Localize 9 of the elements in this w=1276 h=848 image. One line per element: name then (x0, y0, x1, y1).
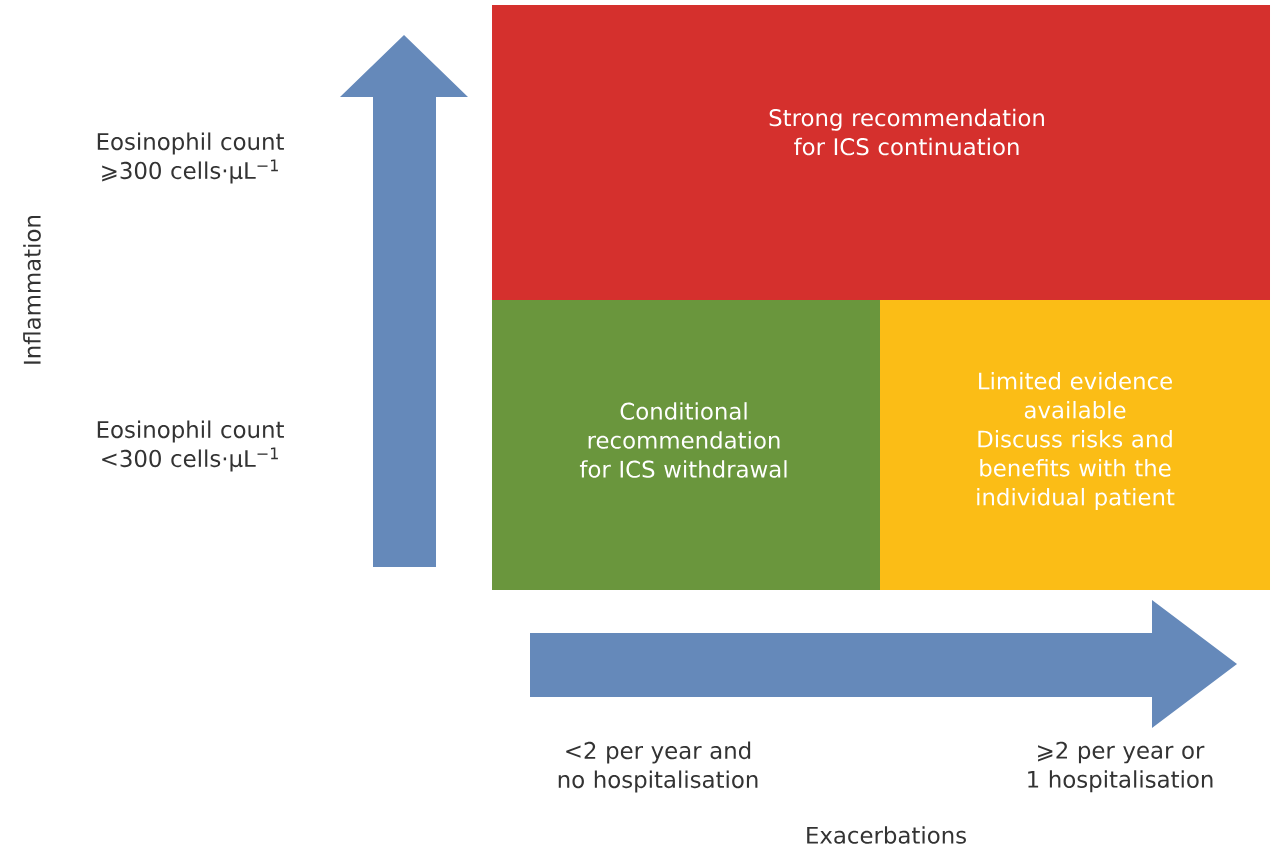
axis-label: <2 per year and no hospitalisation (558, 741, 758, 793)
axis-label: Inflammation (23, 216, 41, 364)
recommendation-box: Conditional recommendation for ICS withdrawal (492, 300, 880, 590)
axis-label: ⩾2 per year or 1 hospitalisation (1028, 741, 1213, 793)
axis-label: Eosinophil count ⩾300 cells·µL$^{−1}$ (97, 132, 284, 184)
recommendation-box: Limited evidence available Discuss risks and benefits with the individual patient (880, 300, 1270, 590)
axis-label: Exacerbations (807, 826, 966, 844)
recommendation-box: Strong recommendation for ICS continuation (492, 5, 1270, 300)
axis-label: Eosinophil count <300 cells·µL$^{−1}$ (97, 420, 284, 472)
